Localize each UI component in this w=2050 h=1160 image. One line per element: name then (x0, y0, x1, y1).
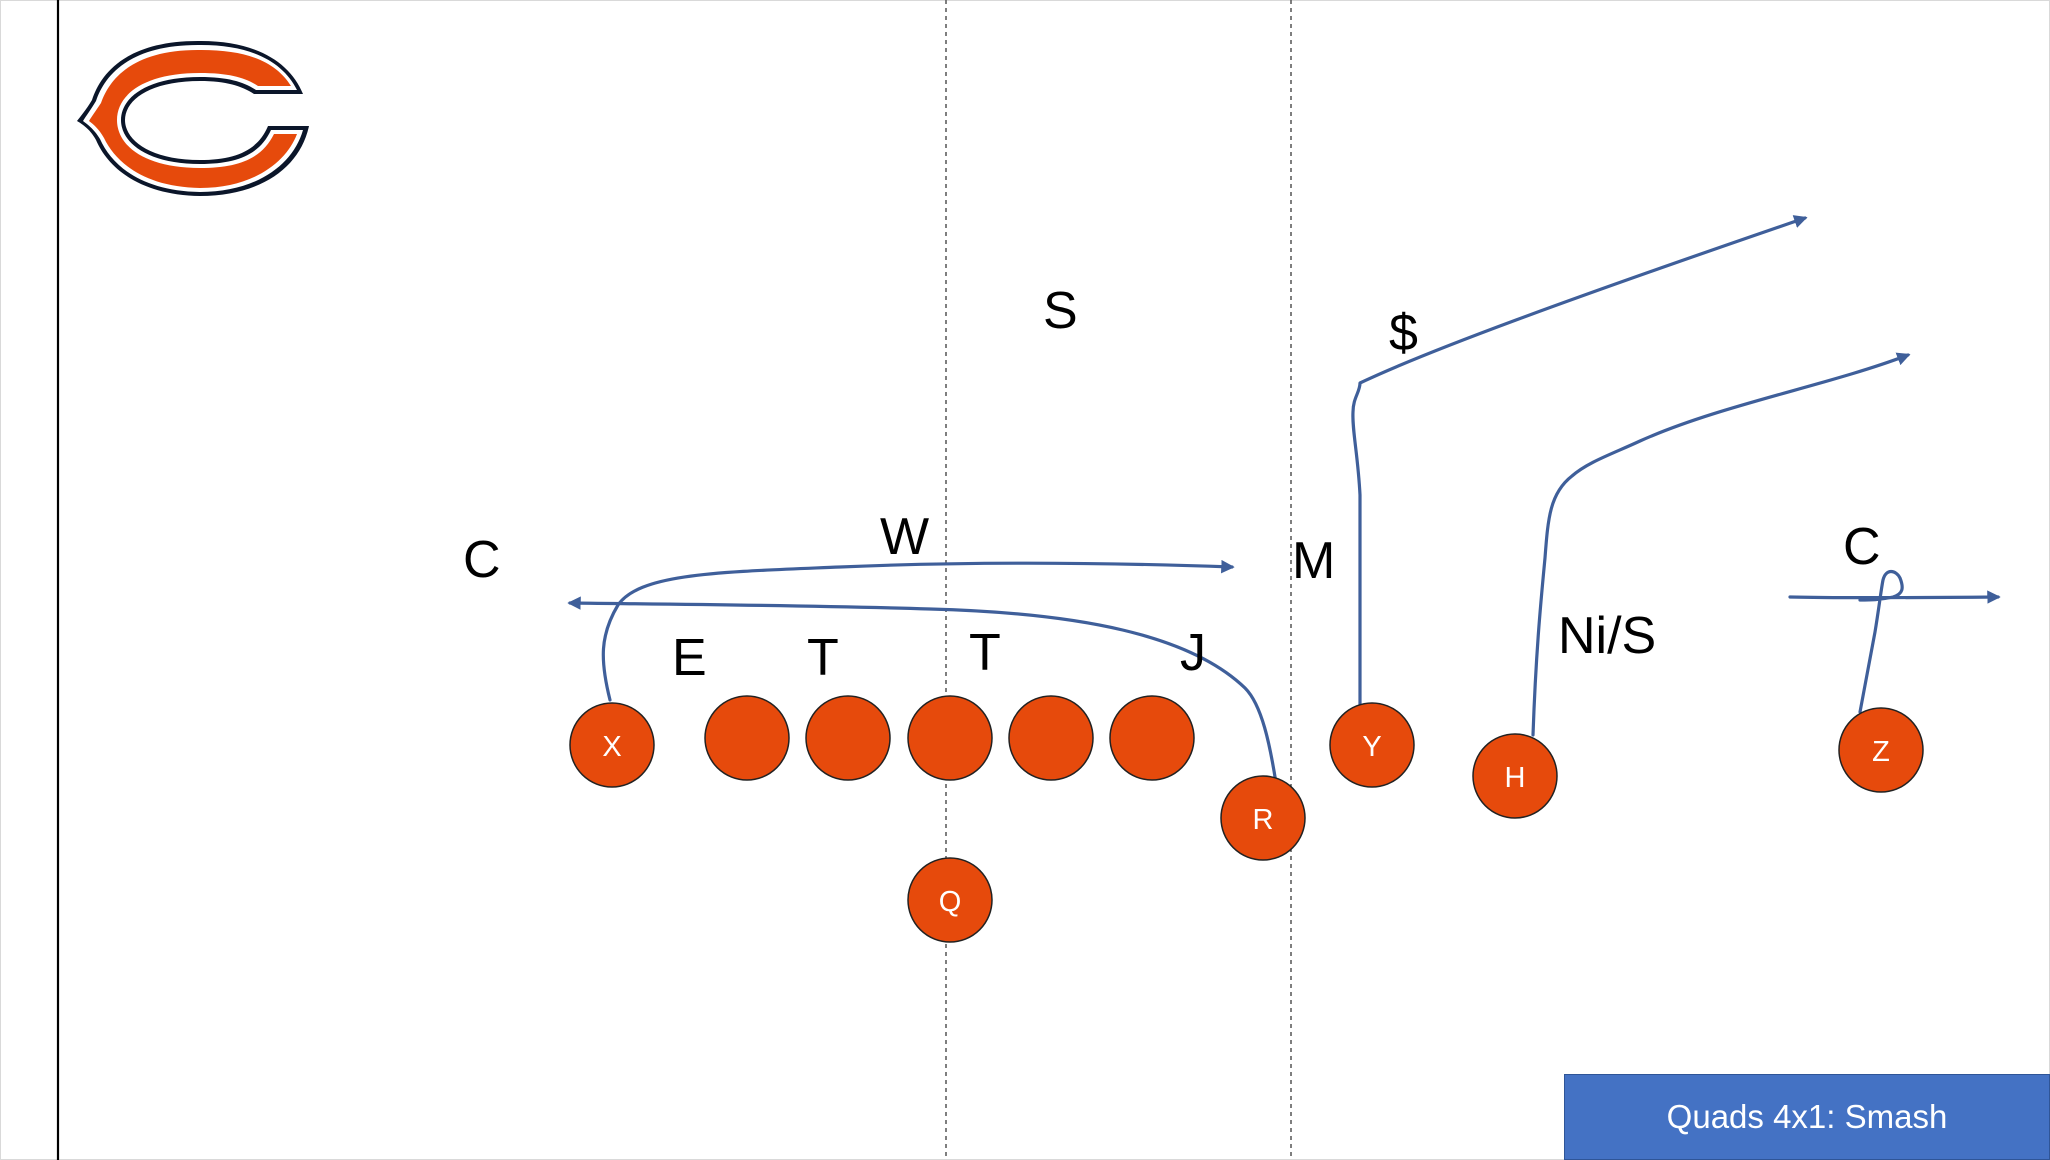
player-h: H (1472, 733, 1558, 819)
defender-mike: M (1292, 532, 1335, 590)
defender-tackle-2: T (969, 624, 1001, 682)
player-r: R (1220, 775, 1306, 861)
route-z-whip (1858, 569, 1904, 714)
svg-text:X: X (602, 731, 621, 763)
route-h-corner (1531, 352, 1911, 737)
svg-text:Y: Y (1362, 731, 1381, 763)
player-x: X (569, 702, 655, 788)
lineman-right-guard (1008, 695, 1094, 781)
svg-text:Q: Q (939, 886, 962, 918)
lineman-left-guard (805, 695, 891, 781)
defender-nickel-safety: Ni/S (1558, 607, 1656, 665)
svg-text:H: H (1505, 762, 1526, 794)
play-title: Quads 4x1: Smash (1666, 1098, 1948, 1135)
defender-corner-left: C (463, 531, 501, 589)
player-y: Y (1329, 702, 1415, 788)
offensive-line (704, 695, 1195, 781)
defender-weak-lb: W (880, 508, 929, 566)
defender-end: E (672, 629, 707, 687)
defender-tackle-1: T (807, 629, 839, 687)
bears-c-logo-icon (77, 40, 309, 197)
player-q: Q (907, 857, 993, 943)
defender-safety: S (1043, 282, 1078, 340)
lineman-left-tackle (704, 695, 790, 781)
svg-text:R: R (1253, 804, 1274, 836)
defense: C W S M $ E T T J Ni/S C (463, 282, 1881, 687)
offense: X Y H Z R Q (569, 695, 1924, 943)
defender-money: $ (1389, 304, 1418, 362)
play-title-box: Quads 4x1: Smash (1564, 1074, 2050, 1160)
lineman-right-tackle (1109, 695, 1195, 781)
route-y-corner (1351, 215, 1808, 707)
route-x-drag (601, 559, 1235, 702)
route-z-whip-out (1788, 590, 2001, 604)
defender-corner-right: C (1843, 518, 1881, 576)
route-r-drag (567, 596, 1278, 785)
player-z: Z (1838, 707, 1924, 793)
svg-text:Z: Z (1872, 736, 1890, 768)
defender-jack: J (1180, 624, 1206, 682)
routes (567, 215, 2001, 785)
lineman-center (907, 695, 993, 781)
